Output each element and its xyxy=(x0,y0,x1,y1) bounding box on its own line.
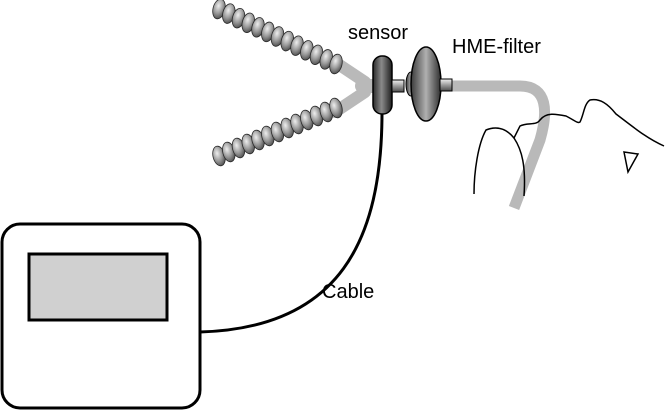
lower-lip xyxy=(513,137,526,197)
patient-head xyxy=(473,98,665,197)
eye-icon xyxy=(623,151,640,175)
lower-coiled-hose xyxy=(212,97,343,167)
cable-label: Cable xyxy=(322,281,375,303)
upper-coiled-hose xyxy=(212,0,343,75)
airway-tube xyxy=(440,80,550,210)
coil-segment xyxy=(329,53,343,75)
connector xyxy=(391,79,405,93)
monitor xyxy=(0,222,202,410)
face-profile xyxy=(473,98,665,195)
coil-segment xyxy=(329,97,343,119)
hme-filter-label: HME-filter xyxy=(452,36,541,58)
cable xyxy=(199,111,384,334)
monitor-screen xyxy=(27,252,169,322)
hme-filter xyxy=(405,46,453,122)
sensor xyxy=(372,55,393,115)
sensor-label: sensor xyxy=(348,22,409,44)
